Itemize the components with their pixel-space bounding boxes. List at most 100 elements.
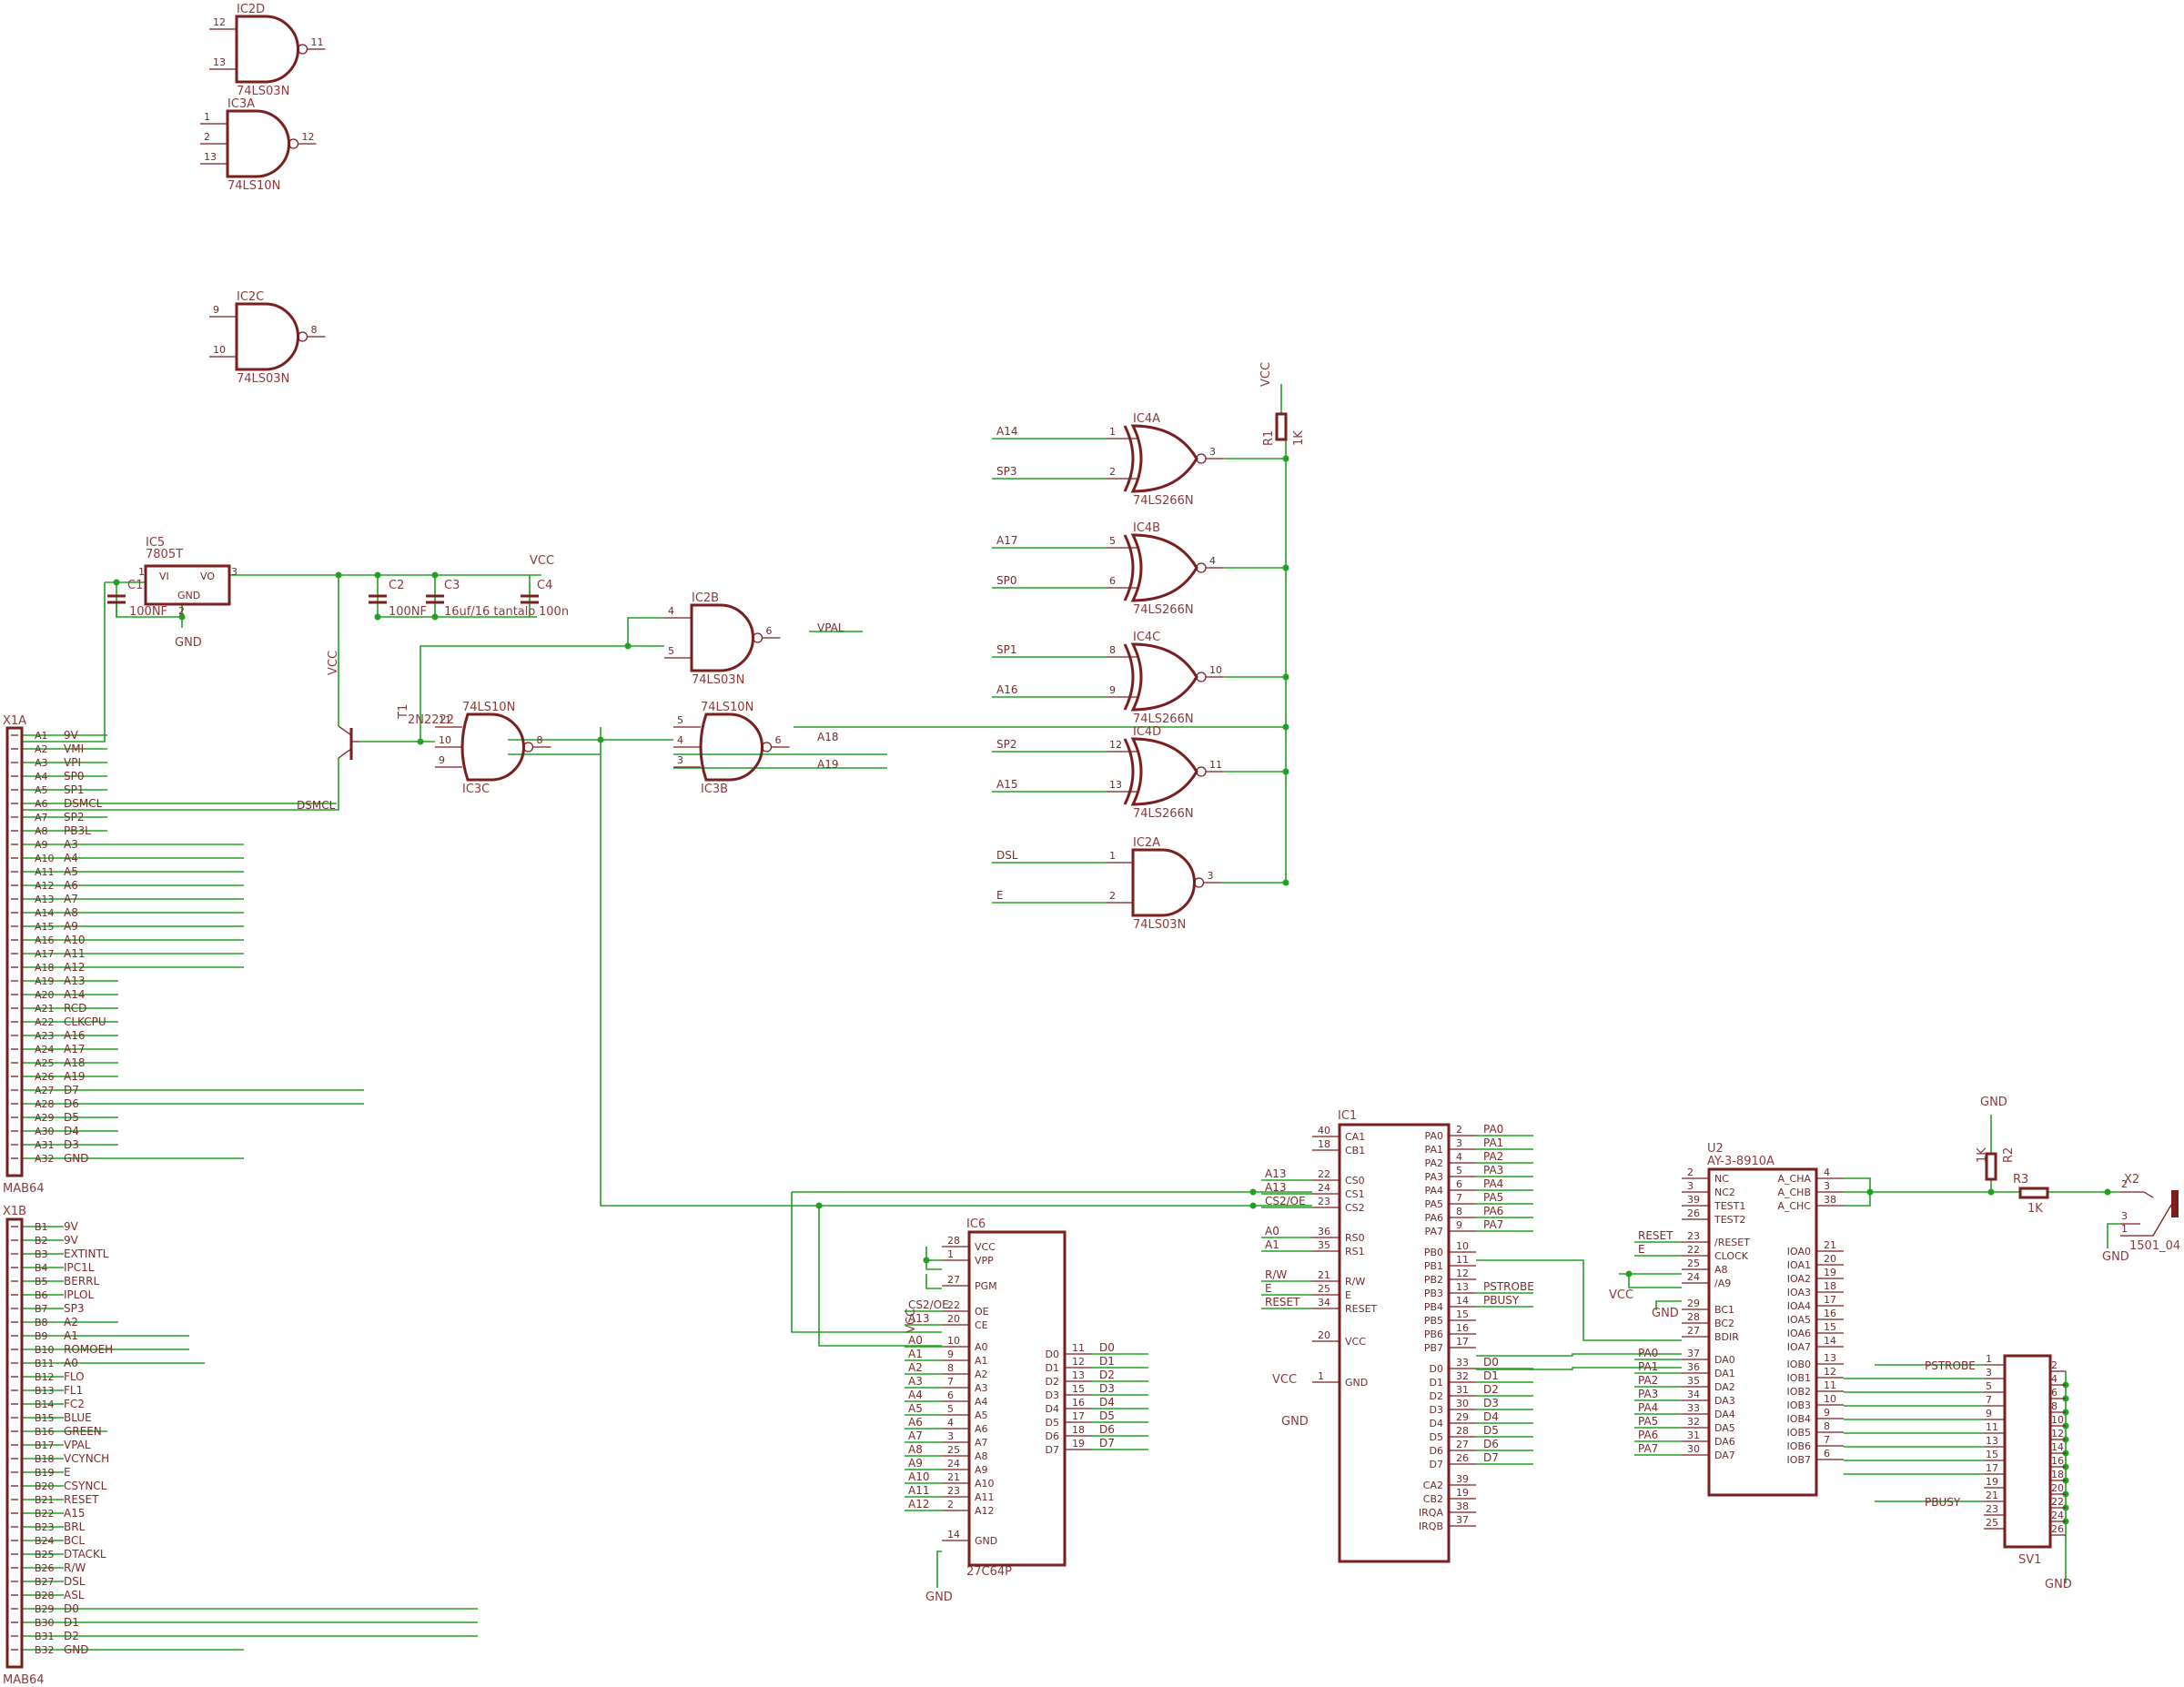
ic-left-pin-name: TEST2 [1714,1214,1745,1226]
junction-dot [1987,1188,1995,1196]
ic5-part: 7805T [146,548,183,561]
input-pin-number: 1 [1109,426,1116,438]
connector-pin-label: A25 [35,1057,55,1069]
ic-left-pin-number: 36 [1318,1226,1330,1237]
sv1-right-pin-number: 2 [2051,1359,2058,1371]
pia-ic1: IC1 40CA118CB122CS0A1324CS1A1323CS2CS2/O… [1265,1109,1534,1563]
sv1-left-pin-number: 9 [1986,1408,1992,1419]
wire [22,758,339,811]
ic-right-net-label: PA0 [1483,1123,1503,1136]
connector-net-label: A17 [64,1043,85,1056]
connector-pin-label: B10 [35,1344,55,1356]
ic-right-pin-name: D1 [1430,1377,1443,1389]
ic-right-pin-number: 14 [1456,1295,1469,1307]
gate-part: 74LS03N [692,673,744,687]
junction-dot [1249,1202,1257,1209]
gate-input-net: A16 [996,683,1017,696]
connector-net-label: A1 [64,1329,78,1342]
wire [420,645,664,742]
sv1-left-pin-number: 7 [1986,1394,1992,1406]
ic-right-net-label: D2 [1483,1383,1499,1396]
connector-net-label: RCD [64,1002,86,1015]
gate-name: IC4C [1133,631,1160,644]
output-pin-number: 11 [311,36,324,48]
connector-pin-label: B23 [35,1521,55,1533]
ic-left-pin-number: 4 [947,1417,954,1429]
ic-right-pin-number: 29 [1456,1411,1469,1423]
ic-left-pin-number: 25 [947,1444,960,1456]
ic-left-pin-name: /A9 [1714,1278,1731,1289]
ic-right-pin-name: D6 [1046,1430,1059,1442]
ic-left-pin-number: 29 [1687,1298,1700,1309]
connector-net-label: CSYNCL [64,1480,107,1492]
ic-left-pin-name: DA7 [1714,1450,1735,1461]
connector-net-label: DTACKL [64,1548,106,1561]
xnor-body [1130,424,1198,493]
gate-name: IC3A [228,97,255,111]
resistor-r1: R1 1K [1262,412,1306,446]
input-pin-number: 8 [1109,644,1116,656]
connector-net-label: A14 [64,988,85,1001]
connector-pin-label: B32 [35,1644,55,1656]
ic-right-pin-name: CA2 [1423,1480,1443,1491]
ic-right-pin-number: 9 [1456,1219,1462,1231]
ic-left-pin-name: A9 [975,1464,988,1476]
ic-right-pin-number: 39 [1456,1473,1469,1485]
ic-right-pin-number: 7 [1456,1192,1462,1204]
gate-name: IC4A [1133,412,1160,426]
ic-left-net-label: A1 [1265,1238,1279,1251]
x2-pin2: 2 [2121,1178,2128,1190]
junction-dot [178,613,186,621]
sv1-left-pin-number: 1 [1986,1353,1992,1365]
ic-right-pin-name: IOA7 [1787,1341,1811,1353]
parts: 111213IC2D74LS03N121213IC3A74LS10N8910IC… [200,3,1224,932]
ic-right-pin-name: IOB6 [1787,1440,1811,1452]
ic-left-pin-number: 3 [1687,1180,1694,1192]
connector-pin-label: A8 [35,825,48,837]
connector-pin-label: A14 [35,907,55,919]
connector-pin-label: A12 [35,880,55,892]
sv1-left-pin-number: 17 [1986,1462,1998,1474]
ic-right-pin-number: 20 [1824,1253,1836,1265]
input-pin-number: 1 [1109,850,1116,862]
connector-net-label: D2 [64,1630,79,1642]
junction-dot [1866,1188,1874,1196]
connector-pin-label: B5 [35,1276,48,1288]
ic-right-pin-name: D3 [1430,1404,1443,1416]
ic-left-pin-name: NC [1714,1173,1729,1185]
sv1-left-pin-number: 3 [1986,1367,1992,1379]
ic5-vi: VI [159,571,169,582]
connector-net-label: A0 [64,1357,78,1369]
ic-right-pin-number: 12 [1072,1356,1085,1368]
ic-left-pin-name: A8 [975,1450,988,1462]
regulator-ic5: IC5 7805T VI VO GND 1 3 2 [138,536,238,617]
sv1-name: SV1 [2018,1553,2041,1567]
ic-right-pin-number: 28 [1456,1425,1469,1437]
sv1-left-pin-number: 5 [1986,1380,1992,1392]
connector-net-label: D4 [64,1125,79,1137]
wire [925,1247,942,1270]
sv1-left-pin-number: 15 [1986,1449,1998,1460]
ic-right-net-label: PA1 [1483,1136,1503,1149]
c1-name: C1 [127,579,143,592]
connector-pin-label: A31 [35,1139,55,1151]
connector-pin-label: A15 [35,921,55,933]
u2-part: AY-3-8910A [1707,1155,1774,1168]
connector-net-label: A8 [64,906,78,919]
ic-left-pin-number: 27 [1687,1325,1700,1337]
u2-name: U2 [1707,1142,1724,1156]
ic-right-pin-number: 15 [1456,1308,1469,1320]
gate-part: 74LS03N [237,372,289,386]
input-pin-number: 11 [439,714,451,726]
ic-right-net-label: PA7 [1483,1218,1503,1231]
connector-net-label: D6 [64,1097,79,1110]
ic-right-pin-name: D6 [1430,1445,1443,1457]
sv1-right-pin-number: 22 [2051,1496,2064,1508]
junction-dot [1282,564,1289,571]
ic-right-net-label: PSTROBE [1483,1280,1534,1293]
ic-right-pin-name: PA3 [1425,1171,1443,1183]
ic-left-net-label: CS2/OE [908,1298,949,1311]
r1-name: R1 [1262,430,1276,446]
